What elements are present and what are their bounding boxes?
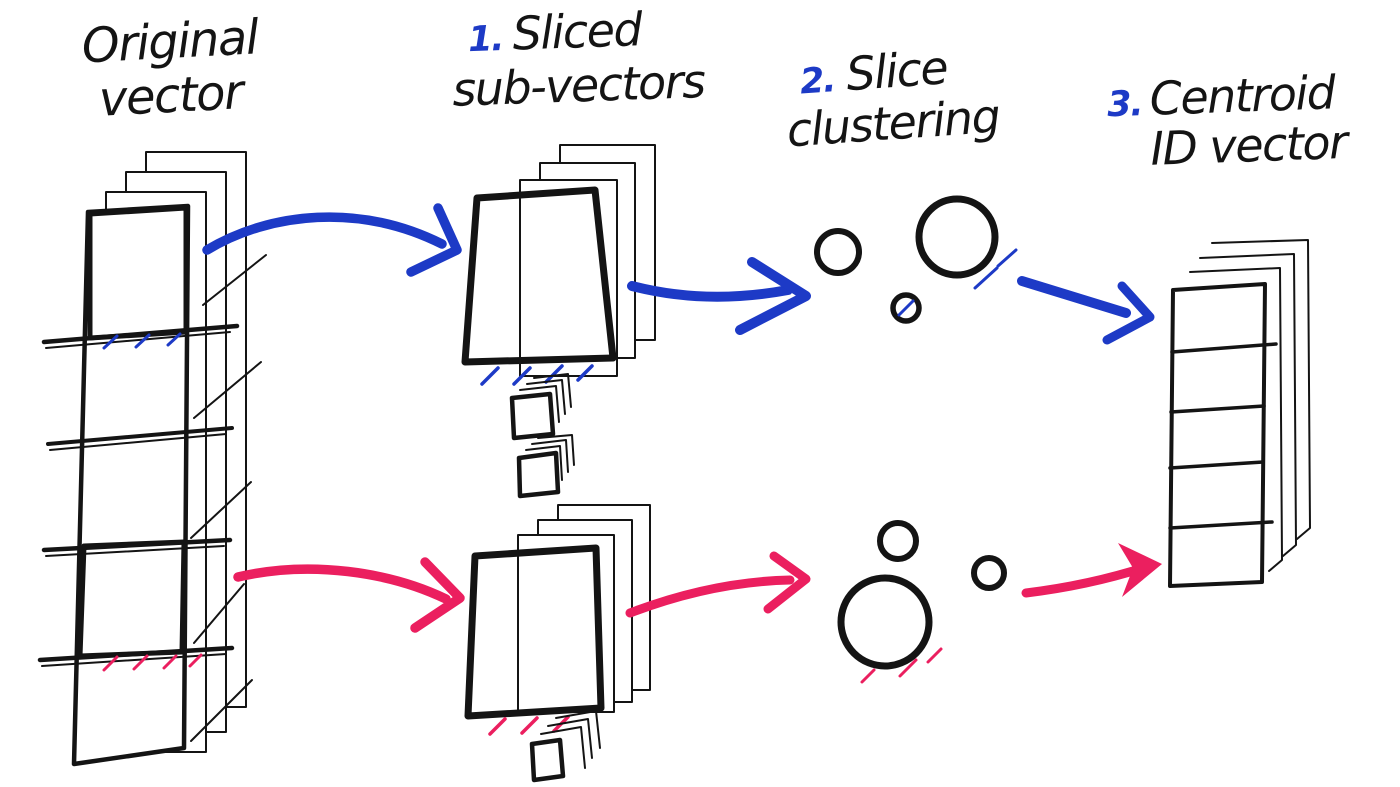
label-step2-line1: Slice [844,40,949,101]
cluster-pink-hatch-overshoot [860,647,943,684]
step2-number: 2. [799,60,836,102]
svg-text:1.Sliced: 1.Sliced [467,2,644,62]
label-original-line2: vector [98,64,249,128]
subvector-blue-hatch-overshoot [480,364,594,386]
arrow-pink-subvector-to-clusters [625,551,811,618]
cluster-blue-tiny-circle-hatch [897,299,915,317]
centroid-vector [1168,239,1311,588]
small-slice-1 [509,373,572,441]
cluster-blue-small-circle [814,228,862,276]
blue-hatch-overshoot [102,332,182,350]
original-blue-slice [87,205,189,341]
original-vector [37,151,267,767]
label-original-vector: Original vector [80,9,261,128]
step1-number: 1. [467,19,503,60]
label-step3-line2: ID vector [1149,115,1351,176]
cluster-pink [837,520,1007,684]
slice-tick-marks [190,254,267,742]
subvector-blue-stacked-pages-icon [519,144,656,377]
cluster-pink-large-circle [837,574,933,670]
arrow-pink-original-to-subvector [233,557,465,633]
original-pink-slice [77,539,187,659]
cluster-blue-large-circle [915,195,999,279]
arrow-pink-clusters-to-centroid [1021,543,1162,598]
svg-text:2.Slice: 2.Slice [798,40,949,104]
subvector-blue [461,144,656,499]
label-original-line1: Original [80,9,261,74]
label-step3: 3.Centroid ID vector [1106,65,1352,176]
label-step1: 1.Sliced sub-vectors [451,2,706,117]
label-step3-line1: Centroid [1149,65,1338,125]
subvector-blue-square [461,186,617,366]
centroid-column [1168,282,1267,588]
label-step1-line1: Sliced [512,2,645,61]
small-slice-3 [529,710,601,783]
cluster-blue [814,195,1018,324]
step3-number: 3. [1107,84,1143,125]
label-step2: 2.Slice clustering [785,40,1001,157]
cluster-blue-hatch-overshoot [973,248,1018,290]
subvector-pink-square [464,544,605,720]
centroid-cell-dividers [1168,342,1278,530]
cluster-pink-top-circle [877,520,919,562]
arrow-blue-original-to-subvector [202,203,462,277]
label-step1-line2: sub-vectors [451,54,706,117]
svg-text:3.Centroid: 3.Centroid [1106,65,1337,127]
centroid-stacked-pages-icon [1189,239,1311,572]
pink-hatch-overshoot [102,653,203,672]
arrow-blue-subvector-to-clusters [627,257,811,335]
small-slice-2 [516,434,575,499]
arrow-blue-clusters-to-centroid [1017,276,1155,345]
subvector-pink [464,504,651,783]
cluster-pink-right-circle [971,555,1007,591]
